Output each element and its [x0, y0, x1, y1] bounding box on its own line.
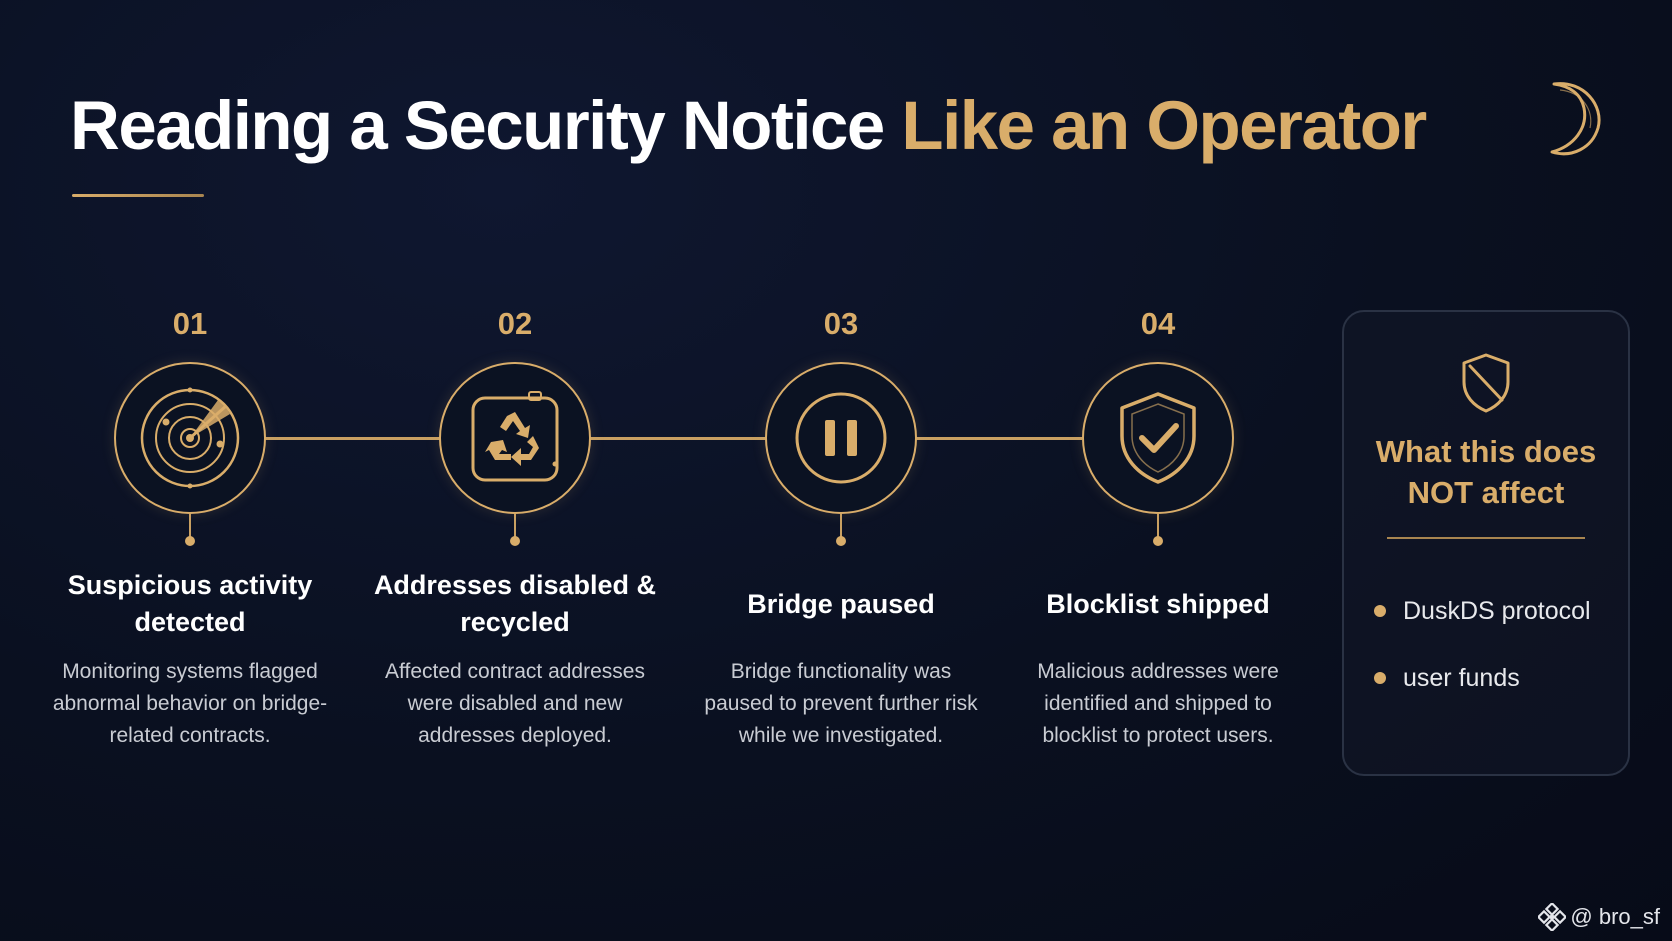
crescent-moon-icon: [1550, 82, 1601, 156]
list-item: user funds: [1374, 658, 1628, 698]
step-circle: [765, 362, 917, 514]
list-item-label: DuskDS protocol: [1403, 596, 1591, 625]
radar-icon: [140, 387, 240, 489]
step-description: Malicious addresses were identified and …: [1037, 660, 1279, 747]
step-description: Bridge functionality was paused to preve…: [704, 660, 978, 747]
step-title: Addresses disabled & recycled: [373, 570, 657, 637]
connector-line: [916, 437, 1082, 440]
watermark: @ bro_sf: [1538, 903, 1660, 931]
step-title: Blocklist shipped: [1046, 588, 1270, 619]
recycle-icon: [471, 391, 559, 482]
step-circle: [439, 362, 591, 514]
bullet-icon: [1374, 605, 1386, 617]
bullet-icon: [1374, 672, 1386, 684]
step-circle: [114, 362, 266, 514]
timeline-step-4: 04 Blocklist shipped Malicious addresses…: [1008, 300, 1308, 752]
not-affected-panel: What this does NOT affect DuskDS protoco…: [1342, 310, 1630, 776]
step-icon-container: [114, 362, 266, 514]
shield-slash-icon: [1462, 353, 1510, 413]
pause-icon: [795, 392, 887, 484]
step-stem: [189, 514, 191, 538]
step-dot: [836, 536, 846, 546]
step-dot: [185, 536, 195, 546]
step-stem: [514, 514, 516, 538]
panel-heading: What this does NOT affect: [1344, 431, 1628, 513]
binance-logo-icon: [1538, 903, 1567, 931]
timeline-step-1: 01 Suspicious activity detected Monitori…: [40, 300, 340, 752]
title-underline: [72, 194, 204, 197]
connector-line: [590, 437, 766, 440]
panel-heading-line-2: NOT affect: [1407, 475, 1565, 510]
watermark-handle: @ bro_sf: [1570, 904, 1660, 929]
title-white-part: Reading a Security Notice: [70, 87, 885, 164]
page-title: Reading a Security Notice Like an Operat…: [70, 87, 1427, 164]
panel-divider: [1387, 537, 1585, 539]
list-item-label: user funds: [1403, 663, 1520, 692]
step-circle: [1082, 362, 1234, 514]
step-stem: [1157, 514, 1159, 538]
step-icon-container: [439, 362, 591, 514]
step-stem: [840, 514, 842, 538]
step-description: Monitoring systems flagged abnormal beha…: [52, 660, 328, 747]
panel-heading-line-1: What this does: [1375, 434, 1597, 469]
connector-line: [264, 437, 440, 440]
step-icon-container: [765, 362, 917, 514]
title-gold-part: Like an Operator: [901, 87, 1427, 164]
step-number: 01: [172, 306, 208, 341]
timeline-step-3: 03 Bridge paused Bridge functionality wa…: [691, 300, 991, 752]
shield-check-icon: [1120, 392, 1196, 484]
step-title: Bridge paused: [747, 588, 935, 619]
step-number: 02: [497, 306, 533, 341]
list-item: DuskDS protocol: [1374, 591, 1628, 631]
not-affected-list: DuskDS protocol user funds: [1344, 591, 1628, 698]
step-dot: [510, 536, 520, 546]
step-description: Affected contract addresses were disable…: [385, 660, 645, 747]
step-number: 03: [823, 306, 859, 341]
timeline-step-2: 02 Addresses disabled & recycled Affecte…: [365, 300, 665, 752]
step-dot: [1153, 536, 1163, 546]
step-title: Suspicious activity detected: [67, 570, 313, 637]
step-icon-container: [1082, 362, 1234, 514]
step-number: 04: [1140, 306, 1176, 341]
